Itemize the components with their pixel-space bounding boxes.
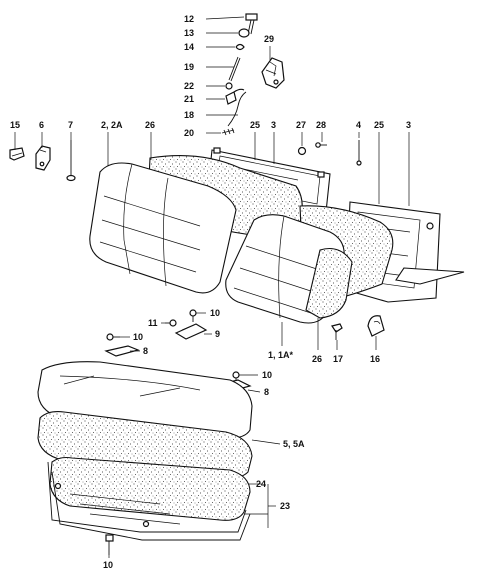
callout-15: 15 (10, 120, 20, 130)
callout-13: 13 (184, 28, 194, 38)
part-27-grommet-icon (297, 146, 307, 156)
callout-6: 6 (39, 120, 44, 130)
callout-29: 29 (264, 34, 274, 44)
callout-24: 24 (256, 479, 266, 489)
part-28-screw-icon (315, 142, 327, 148)
callout-26-upper: 26 (145, 120, 155, 130)
leader-lines (14, 16, 410, 558)
part-10-bolt-lower-icon (105, 534, 114, 555)
callout-8-left: 8 (143, 346, 148, 356)
callout-25-left: 25 (250, 120, 260, 130)
callout-12: 12 (184, 14, 194, 24)
callout-2-2a: 2, 2A (101, 120, 123, 130)
part-14-clip-icon (235, 43, 245, 51)
part-21-bracket-icon (225, 88, 245, 105)
seat-cushion-base-pad (49, 456, 251, 521)
part-8-plate-left-icon (104, 345, 140, 357)
callout-10-mid: 10 (262, 370, 272, 380)
callout-10-lower: 10 (103, 560, 113, 570)
part-17-hook-icon (331, 323, 343, 340)
part-9-bracket-icon (174, 323, 208, 340)
callout-3-left: 3 (271, 120, 276, 130)
callout-8-right: 8 (264, 387, 269, 397)
headrest-guide-hardware (221, 13, 258, 136)
part-19-rod-icon (228, 56, 241, 82)
callout-labels: 12 13 14 19 22 21 18 20 29 15 6 7 2, 2A … (10, 14, 411, 570)
part-13-cap-icon (238, 28, 250, 38)
callout-10-upper: 10 (210, 308, 220, 318)
callout-26-lower: 26 (312, 354, 322, 364)
seat-back-left (89, 162, 237, 294)
callout-16: 16 (370, 354, 380, 364)
callout-21: 21 (184, 94, 194, 104)
callout-9: 9 (215, 329, 220, 339)
part-18-wire-icon (227, 91, 247, 127)
callout-14: 14 (184, 42, 194, 52)
callout-27: 27 (296, 120, 306, 130)
callout-1-1a: 1, 1A* (268, 350, 294, 360)
callout-11: 11 (148, 318, 158, 328)
callout-18: 18 (184, 110, 194, 120)
callout-28: 28 (316, 120, 326, 130)
seat-cushion-frame (47, 461, 251, 541)
callout-4: 4 (356, 120, 361, 130)
callout-7: 7 (68, 120, 73, 130)
part-16-hook-icon (367, 315, 385, 337)
part-4-screw-icon (356, 140, 362, 166)
callout-19: 19 (184, 62, 194, 72)
callout-17: 17 (333, 354, 343, 364)
part-15-clip-icon (9, 147, 25, 161)
part-6-hinge-icon (35, 145, 51, 171)
side-bolster-right (305, 247, 353, 319)
callout-20: 20 (184, 128, 194, 138)
callout-5-5a: 5, 5A (283, 439, 305, 449)
part-11-nut-icon (165, 319, 177, 327)
part-20-screw-icon (221, 127, 235, 136)
part-7-pin-icon (66, 140, 76, 182)
part-10-bolt-upper-icon (189, 309, 197, 322)
callout-10-left: 10 (133, 332, 143, 342)
part-22-washer-icon (225, 82, 233, 90)
part-10-bolt-left-icon (106, 333, 120, 341)
callout-23: 23 (280, 501, 290, 511)
callout-3-right: 3 (406, 120, 411, 130)
callout-22: 22 (184, 81, 194, 91)
callout-25-right: 25 (374, 120, 384, 130)
part-29-latch-icon (261, 57, 285, 89)
